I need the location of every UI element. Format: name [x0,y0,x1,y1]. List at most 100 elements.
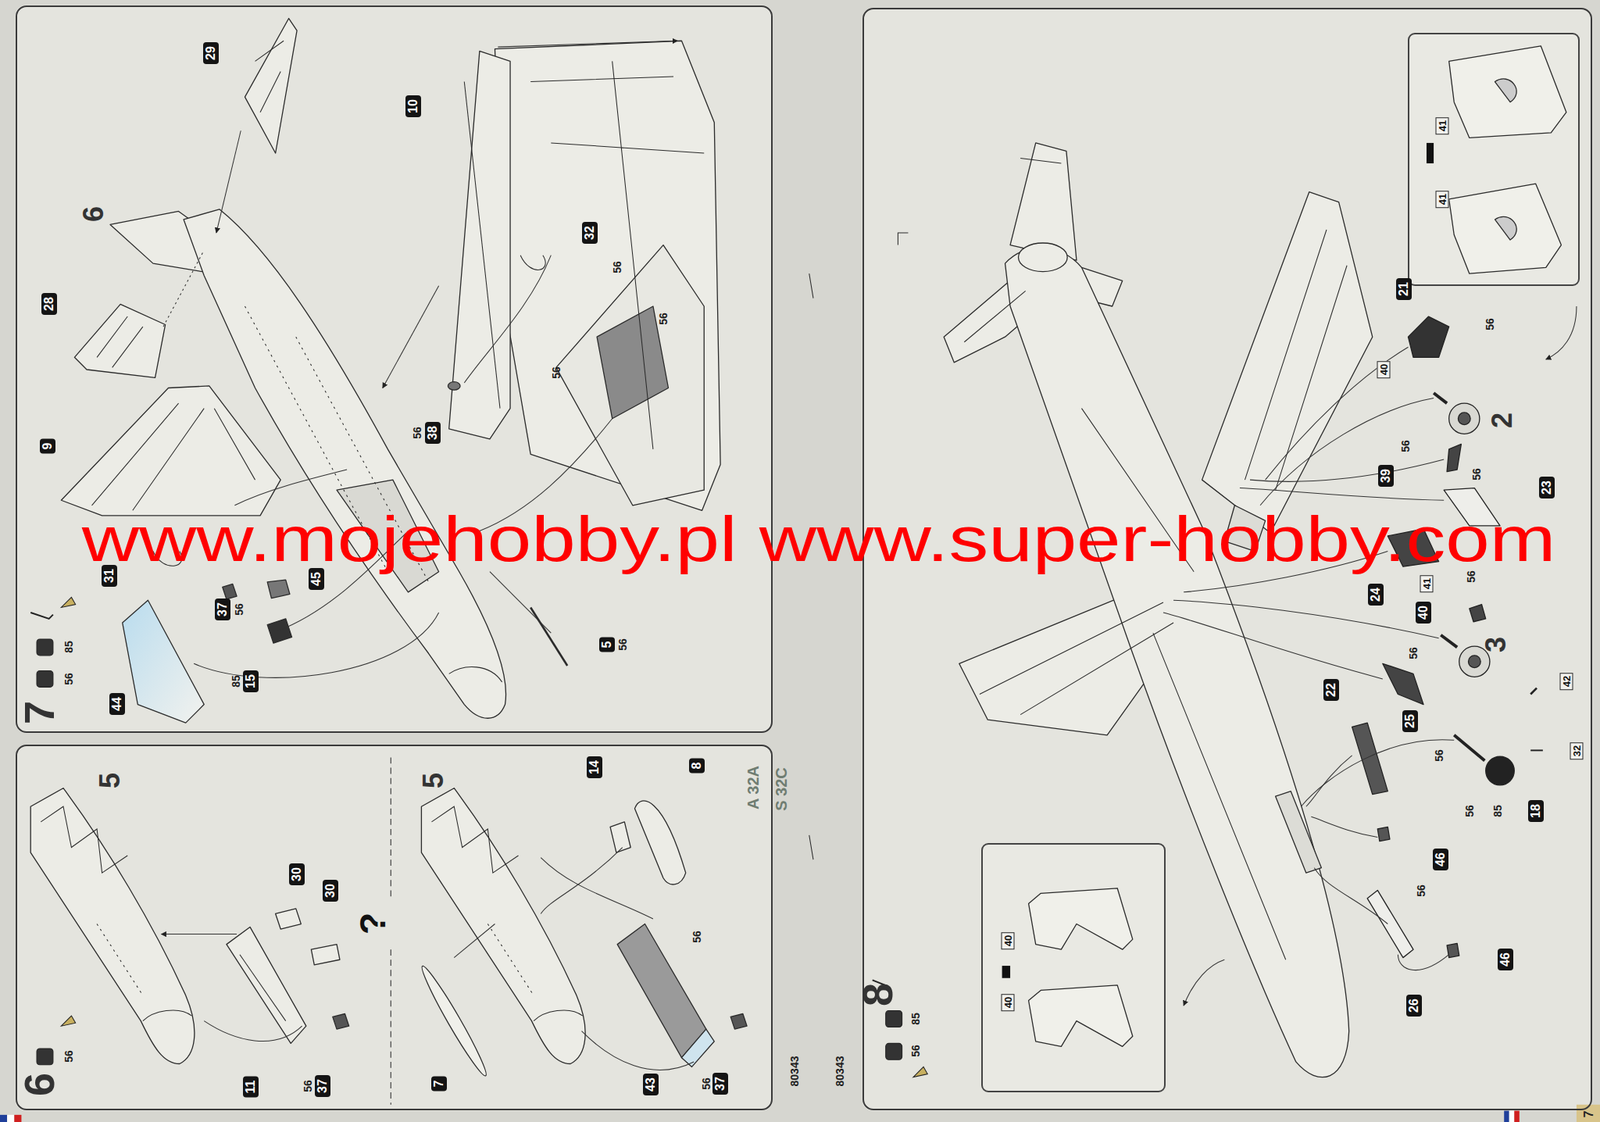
paint-code: 56 [1464,805,1475,818]
aircraft-part [1018,242,1068,272]
callout-number: 21 [1396,278,1412,300]
callout-number: 30 [289,863,305,886]
aircraft-part [556,245,704,506]
leader-line [540,847,622,915]
landing-gear-part [1433,392,1447,404]
aircraft-part [943,142,1373,1078]
inset-part [1028,985,1133,1047]
callout-number: 18 [1528,800,1544,822]
panel-line [533,1010,583,1022]
paint-code: 56 [1471,468,1483,482]
aircraft-part [30,788,195,1065]
inset-part [1494,78,1517,103]
callout-number: 28 [41,292,58,315]
paint-code: 56 [63,672,75,686]
inset-part [1028,888,1133,950]
leader-line [1260,398,1434,506]
step-number: 8 [856,982,899,1007]
callout-number: 37 [712,1072,729,1095]
landing-gear-part [1530,749,1543,751]
landing-gear-part [1457,412,1471,425]
aircraft-part [730,1013,747,1029]
paint-icon [60,596,75,608]
callout-number: 8 [689,757,705,773]
inset-part [1494,216,1517,240]
part-number: 5 [419,772,448,789]
panel-line [897,232,908,246]
leader-line [1265,346,1409,480]
aircraft-part [74,303,165,378]
aircraft-part [310,944,340,965]
paint-code: 85 [63,640,75,654]
panel-line [1020,158,1061,165]
paint-code: 85 [230,675,242,689]
callout-number: 32 [582,221,598,244]
option-mark: ? [354,912,391,935]
paint-code: 56 [1407,646,1419,660]
panel-line [449,667,503,683]
aircraft-part [60,385,281,516]
panel-ground [15,745,773,1111]
flag-stripe [1576,1104,1600,1122]
landing-gear-part [1446,942,1460,958]
landing-gear-part [1382,663,1424,704]
panel-ground [15,5,773,734]
callout-number: 45 [308,567,325,590]
leader-line [1397,954,1449,971]
paint-icon [885,1042,903,1060]
paint-code: 56 [910,1045,922,1058]
leader-line [489,571,551,633]
leader-line [1314,867,1388,925]
leader-line [453,924,495,958]
inset-part [1449,183,1562,274]
leader-line [160,847,694,1071]
decal-number: 42 [1559,672,1573,690]
landing-gear-part [1468,655,1482,668]
panel-ground [1407,32,1579,286]
inset-part [1449,46,1567,139]
leader-line [163,40,678,678]
flag-stripe [1509,1110,1515,1122]
flag-stripe [14,1114,22,1122]
callout-number: 14 [586,756,603,779]
leader-line [1163,306,1577,1006]
part-number: 3 [1482,636,1511,653]
decal-number: 40 [1377,360,1391,379]
part-number: 5 [96,772,125,789]
callout-number: 9 [39,438,56,454]
landing-gear-part [1377,826,1390,841]
leader-line [1300,739,1454,807]
flag-stripe [1503,1110,1510,1122]
landing-gear-part [1446,443,1461,472]
aircraft-part [494,40,721,511]
step-panel: 6 [15,744,773,1111]
landing-gear-part [1530,688,1537,695]
decal-number: 41 [1435,116,1449,134]
aircraft-part [447,382,461,390]
part-number: 6 [79,206,108,222]
paint-icon [60,1015,75,1026]
inset-box: 4141 [1407,32,1579,286]
decal-number: 40 [1001,992,1015,1011]
aircraft-part [275,908,302,929]
panel-line [142,1010,193,1022]
landing-gear-part [1469,604,1486,622]
callout-number: 46 [1432,848,1449,871]
landing-gear-part [1352,722,1389,794]
panel-line [530,60,704,450]
landing-gear-part [1367,889,1414,958]
watermark: www.mojehobby.pl www.super-hobby.com [81,507,1556,572]
paint-code: 56 [611,260,623,274]
decal-number: 40 [1001,932,1015,950]
paint-code: 56 [657,312,669,325]
paint-icon [30,612,54,619]
paint-code: 56 [1415,884,1427,897]
leader-line [193,612,439,678]
callout-number: 24 [1367,584,1384,607]
aircraft-part [634,800,686,885]
inset-part [1426,142,1434,164]
aircraft-part [267,579,290,599]
panel-line [530,607,568,665]
decal-number: 41 [1419,575,1433,593]
panel-ground [981,842,1165,1093]
